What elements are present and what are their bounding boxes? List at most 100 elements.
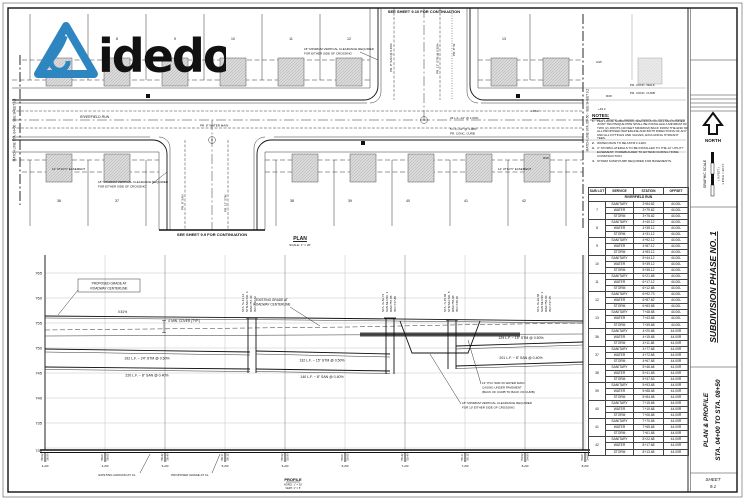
manhole-structures	[246, 317, 481, 374]
lot-cell: 41	[588, 418, 606, 438]
column-header: OFFSET	[663, 187, 689, 195]
structure-callout-line: SAN MH NO. 3	[385, 291, 389, 312]
lateral-label-2: 5 L.F.~12" @ 1.00%	[450, 127, 477, 131]
spot-elev-1: +67.2	[531, 109, 539, 113]
slope-label: 0.51%	[118, 310, 127, 314]
lot-number: 39	[348, 199, 352, 203]
lot-number: 42	[522, 199, 526, 203]
matchline-right-label: MATCH LINE STA. 08+50 - SEE SHEET 9.2	[586, 88, 590, 151]
utility-easement-left: 12' UTILITY EASEMENT	[52, 167, 85, 171]
svg-text:CASING UNDER PAVEMENT: CASING UNDER PAVEMENT	[482, 386, 522, 390]
structure-bubble-b: 5	[208, 136, 216, 144]
svg-text:PROPOSED GRADE AT: PROPOSED GRADE AT	[92, 282, 127, 286]
existing-ground-line	[44, 322, 584, 331]
brand-logo: idedo	[26, 14, 226, 84]
offset-cell: 44.00R	[663, 357, 689, 365]
datum-existing-value: 754.92	[520, 453, 524, 461]
north-arrow-icon	[702, 111, 724, 135]
datum-existing-value: 756.92	[40, 453, 44, 461]
offset-cell: 44.00R	[663, 406, 689, 414]
storm-sanitary-pipes	[44, 341, 584, 374]
pipe-run-label-1: 220 L.F. ~ 8" SAN @ 0.40%	[125, 374, 168, 378]
plan-view-title: PLAN	[293, 236, 307, 242]
project-title: SUBDIVISION PHASE NO. 1	[708, 231, 718, 343]
lot-number: 8	[116, 37, 118, 41]
lot-cell: 13	[588, 309, 606, 329]
offset-cell: 44.00R	[663, 369, 689, 377]
clearance-note-a1: 18" MINIMUM VERTICAL CLEARANCE REQUIRED	[304, 47, 375, 51]
proposed-grade-line	[44, 315, 584, 322]
datum-proposed-value: 756.65	[106, 453, 110, 461]
station-label: 6+50	[342, 464, 349, 468]
note-item: 1. PER LOCAL SUBDIVISION SPECIFICATION A…	[592, 118, 688, 141]
offset-cell: 44.00L	[663, 236, 689, 244]
station-label: 8+50	[582, 464, 589, 468]
offset-cell: 44.00L	[663, 206, 689, 214]
datum-elevation-label: 730	[35, 448, 42, 453]
note-item: 4. STORM SUMP PUMP REQUIRED FOR BASEMENT…	[592, 158, 672, 163]
offset-cell: 44.00L	[663, 261, 689, 269]
offset-cell: 44.00R	[663, 388, 689, 396]
structure-callout-line: RIM=756.60	[544, 295, 548, 312]
sheet-number: 9.1	[710, 484, 717, 489]
datum-proposed-value: 754.90	[526, 453, 530, 461]
datum-proposed-value: 754.65	[586, 453, 590, 461]
stm-label-top: PR. 12" STM @ 0.50%	[436, 43, 440, 74]
station-label: 6+00	[282, 464, 289, 468]
min-cover-callout: 4' MIN. COVER (TYP.)	[162, 319, 200, 333]
lot-number: 11	[289, 37, 293, 41]
plan-view: MATCH LINE STA. 04+00 - SEE SHEET 9.8 MA…	[12, 8, 686, 247]
elevation-label: 755	[35, 321, 42, 326]
lot-number: 12	[347, 37, 351, 41]
pipe-run-label-4: 129 L.F. ~ 15" STM @ 0.50%	[498, 336, 543, 340]
offset-cell: 44.00L	[663, 291, 689, 299]
offset-cell: 44.00L	[663, 255, 689, 263]
offset-cell: 44.00L	[663, 267, 689, 275]
structure-callout-line: STA. 6+52.73	[381, 293, 385, 312]
existing-grade-callout: EXISTING GRADE AT ROADWAY CENTERLINE	[253, 298, 321, 327]
street-top	[363, 8, 485, 120]
column-header: SUB LOT	[588, 187, 606, 195]
elevation-label: 760	[35, 296, 42, 301]
structure-callout-line: RIM=757.40	[249, 295, 253, 312]
offset-cell: 44.00L	[663, 315, 689, 323]
utility-easement-right: 12' UTILITY EASEMENT	[498, 167, 531, 171]
lot-number: 13	[502, 37, 506, 41]
clearance-note-a2: FOR EITHER SIDE OF CROSSING	[304, 52, 353, 56]
lot-cell: 11	[588, 273, 606, 293]
svg-text:12" PVC SDR 26 WATER MAIN: 12" PVC SDR 26 WATER MAIN	[482, 381, 524, 385]
lot-cell: 9	[588, 236, 606, 257]
brand-logo-icon	[34, 22, 98, 78]
offset-cell: 44.00L	[663, 297, 689, 305]
clearance-note-b2: FOR EITHER SIDE OF CROSSING	[98, 185, 147, 189]
datum-existing-value: 756.42	[160, 453, 164, 461]
offset-cell: 44.00L	[663, 200, 689, 208]
clearance-note-b1: 18" MINIMUM VERTICAL CLEARANCE REQUIRED	[98, 180, 169, 184]
svg-text:FOR 10' EITHER SIDE OF CROSSIN: FOR 10' EITHER SIDE OF CROSSING	[462, 406, 515, 410]
conc-curb-label: PR. CONC. CURB	[630, 91, 655, 95]
lateral-label-1: 26 L.F.~12" @ 1.00%	[450, 116, 479, 120]
note-item: 2. WATER MAIN TO BE ASTM F-1483.	[592, 141, 647, 146]
elevation-label: 735	[35, 421, 42, 426]
svg-text:EXISTING GRADE AT: EXISTING GRADE AT	[256, 298, 288, 302]
scale-note-label: 1 INCH = 20 FT.	[721, 163, 725, 185]
row-label-ext: R/W	[606, 94, 612, 98]
lot-cell: 7	[588, 200, 606, 220]
lot-cell: 12	[588, 291, 606, 311]
station-label: 4+50	[102, 464, 109, 468]
